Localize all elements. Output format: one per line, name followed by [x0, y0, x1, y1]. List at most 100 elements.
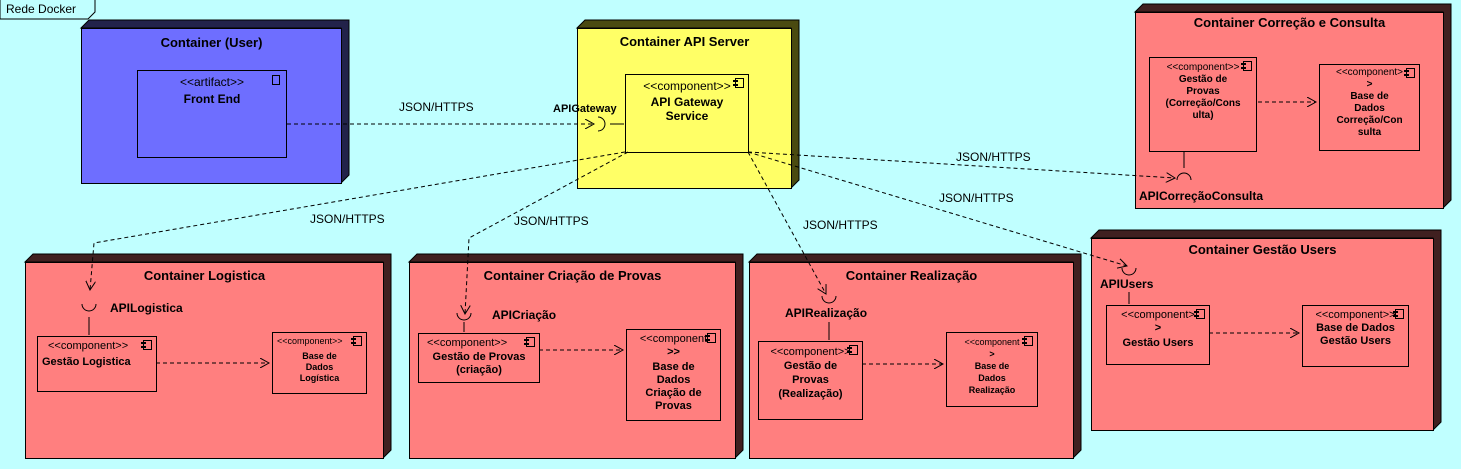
criacao-interface-socket: [456, 312, 472, 321]
component-name-line: Dados: [656, 374, 691, 386]
users-interface-socket: [1121, 267, 1137, 276]
frame-tab: [0, 0, 96, 20]
component-icon: [705, 333, 716, 343]
component-name-line: >: [1366, 79, 1373, 90]
link-label-front-gateway: JSON/HTTPS: [399, 100, 474, 114]
component-name-line: Gestão Users: [1122, 337, 1194, 349]
users-interface-label: APIUsers: [1100, 277, 1154, 291]
component-name-line: Base de Dados: [1316, 322, 1395, 334]
component-name-line: sulta: [1357, 127, 1382, 138]
api-gateway-interface-socket: [597, 116, 606, 132]
realizacao-interface-socket: [821, 295, 837, 304]
component-stereotype: <<component>>: [1315, 309, 1396, 321]
logistica-node: Container Logistica <<component>> Gestão…: [25, 262, 384, 459]
base-dados-realizacao-component: <<component > Base de Dados Realização: [946, 332, 1038, 407]
component-icon: [141, 340, 152, 350]
component-icon: [1393, 309, 1404, 319]
component-name-line: Gestão de Provas: [432, 351, 526, 363]
correcao-node: Container Correção e Consulta <<componen…: [1135, 12, 1444, 209]
component-icon: [847, 345, 858, 355]
component-name-line: ulta): [1192, 110, 1214, 121]
link-label-gateway-users: JSON/HTTPS: [939, 191, 1014, 205]
logistica-node-title: Container Logistica: [143, 268, 266, 283]
correcao-interface-label: APICorreçãoConsulta: [1139, 189, 1264, 203]
component-stereotype: <<component>>: [427, 337, 508, 349]
component-name-line: Dados: [978, 373, 1006, 383]
link-label-gateway-realizacao: JSON/HTTPS: [803, 218, 878, 232]
component-name-line: Base de: [974, 361, 1010, 371]
gateway-to-logistica-link: [90, 151, 626, 290]
user-node-title: Container (User): [160, 35, 263, 50]
component-name-line: >>: [667, 346, 680, 358]
gateway-to-realizacao-link: [747, 151, 826, 294]
component-name-line: Realização: [968, 385, 1016, 395]
correcao-node-title: Container Correção e Consulta: [1193, 15, 1386, 30]
logistica-interface-label: APILogistica: [110, 301, 183, 315]
component-name-line1: API Gateway: [650, 95, 724, 109]
component-stereotype: <<component>>: [770, 346, 851, 358]
base-dados-users-component: <<component>> Base de Dados Gestão Users: [1302, 305, 1409, 367]
link-label-gateway-correcao: JSON/HTTPS: [956, 150, 1031, 164]
artifact-name: Front End: [183, 92, 241, 106]
link-label-gateway-criacao: JSON/HTTPS: [514, 214, 589, 228]
component-name-line: Provas: [792, 374, 829, 386]
base-dados-correcao-component: <<component> > Base de Dados Correção/Co…: [1319, 64, 1420, 151]
component-icon: [1404, 68, 1415, 78]
api-gateway-component: <<component>> API Gateway Service: [625, 74, 749, 153]
component-name-line: Dados: [1354, 103, 1385, 114]
component-name-line: Logística: [299, 373, 340, 383]
component-name-line: >: [989, 349, 995, 359]
component-name-line: Gestão Users: [1320, 335, 1391, 347]
component-stereotype: <<component: [639, 333, 708, 345]
users-node: Container Gestão Users <<component> > Ge…: [1091, 238, 1434, 431]
criacao-node-title: Container Criação de Provas: [483, 268, 662, 283]
component-name-line: (Realização): [778, 388, 843, 400]
component-name-line: Gestão de: [783, 360, 838, 372]
component-stereotype: <<component>>: [1166, 62, 1240, 73]
component-name-line: Provas: [1186, 86, 1220, 97]
component-icon: [1022, 336, 1033, 346]
user-node: Container (User) <<artifact>> Front End: [81, 28, 342, 184]
gestao-users-component: <<component> > Gestão Users: [1106, 305, 1210, 365]
frame-label: Rede Docker: [6, 2, 77, 16]
component-name-line: (criação): [456, 364, 502, 376]
component-icon: [351, 336, 362, 346]
link-label-gateway-logistica: JSON/HTTPS: [310, 212, 385, 226]
component-icon: [1241, 61, 1252, 71]
gestao-provas-correcao-component: <<component>> Gestão de Provas (Correção…: [1149, 57, 1257, 152]
correcao-interface-socket: [1176, 172, 1192, 181]
component-name-line: >: [1154, 322, 1162, 334]
gestao-logistica-component: <<component>> Gestão Logistica: [37, 336, 157, 392]
api-server-node-title: Container API Server: [619, 34, 750, 49]
component-name-line: Gestão de: [1178, 74, 1228, 85]
component-name-line: Correção/Con: [1336, 115, 1403, 126]
component-name-line: Provas: [655, 400, 692, 412]
gateway-to-correcao-link: [747, 151, 1175, 178]
component-stereotype: <<component>>: [643, 79, 731, 93]
api-gateway-interface-label: APIGateway: [553, 103, 617, 115]
realizacao-interface-label: APIRealização: [785, 306, 868, 320]
component-icon: [524, 337, 535, 347]
artifact-icon: [272, 75, 280, 85]
users-node-title: Container Gestão Users: [1188, 242, 1337, 257]
gateway-to-criacao-link: [465, 151, 629, 314]
component-icon: [733, 78, 744, 88]
artifact-stereotype: <<artifact>>: [179, 75, 245, 89]
logistica-interface-socket: [81, 303, 97, 312]
component-name-line: Dados: [305, 362, 334, 372]
base-dados-criacao-component: <<component >> Base de Dados Criação de …: [626, 329, 721, 421]
component-stereotype: <<component>>: [48, 340, 129, 352]
component-icon: [1194, 309, 1205, 319]
component-stereotype: <<component>: [1121, 309, 1195, 321]
realizacao-node-title: Container Realização: [845, 268, 978, 283]
component-stereotype: <<component>>: [277, 336, 343, 346]
front-end-artifact: <<artifact>> Front End: [137, 70, 287, 158]
component-name-line: Base de: [1350, 91, 1389, 102]
component-name: Gestão Logistica: [42, 356, 131, 368]
component-name-line: Base de: [652, 361, 695, 373]
gestao-provas-realizacao-component: <<component>> Gestão de Provas (Realizaç…: [758, 341, 863, 420]
criacao-interface-label: APICriação: [492, 308, 557, 322]
component-stereotype: <<component: [964, 337, 1020, 347]
